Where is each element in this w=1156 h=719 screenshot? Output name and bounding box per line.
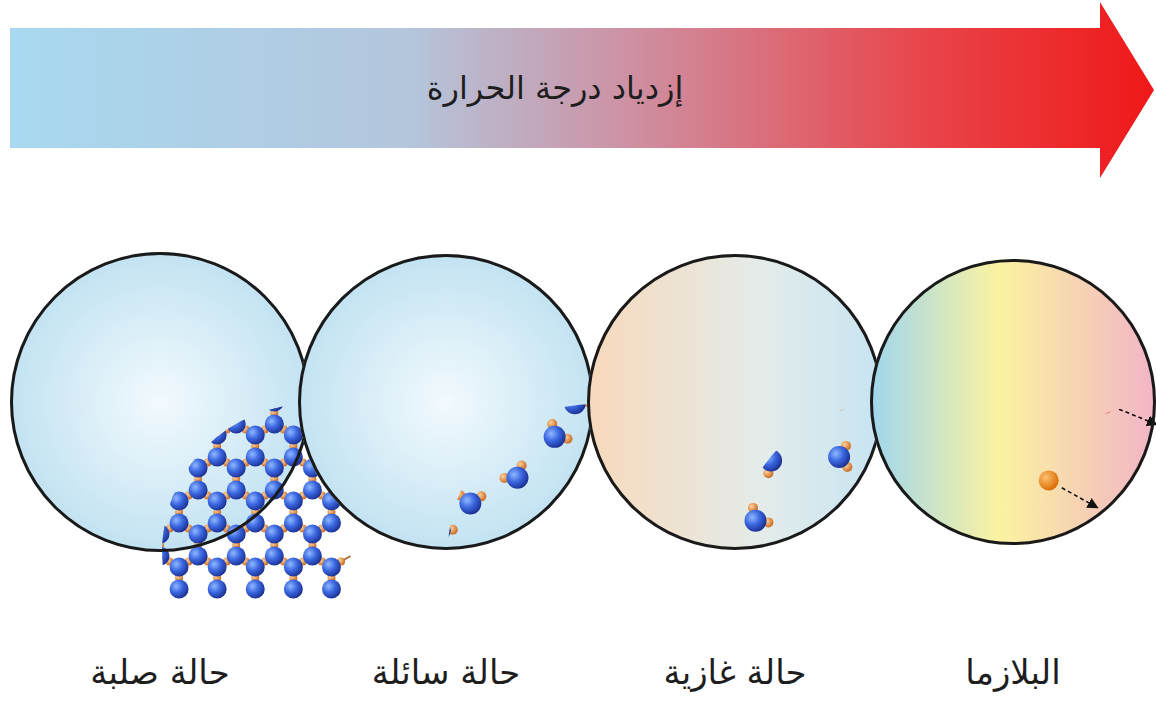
temperature-arrow: إزدياد درجة الحرارة [0,0,1156,180]
circle-shape [587,254,883,550]
particles [0,226,351,599]
state-ground [298,254,594,550]
particles [303,285,592,541]
circle-outline [589,256,882,549]
circle-outline [12,254,309,551]
circle-outline [300,256,593,549]
state-label: حالة سائلة [372,652,521,692]
state-ground [587,254,883,550]
circle-shape [870,259,1156,545]
particles [604,300,857,531]
axis-label: إزدياد درجة الحرارة [20,28,1090,148]
particles [883,276,1156,507]
gas-state-circle: حالة غازية [587,254,883,702]
state-ground [10,252,310,552]
state-ground [870,259,1156,545]
liquid-state-circle: حالة سائلة [298,254,594,702]
state-label: حالة غازية [663,652,806,692]
solid-state-circle: حالة صلبة [10,252,310,702]
plasma-state-circle: البلازما [870,259,1156,702]
circle-outline [872,261,1155,544]
circle-shape [10,252,310,552]
circle-shape [298,254,594,550]
state-label: البلازما [965,652,1060,692]
state-label: حالة صلبة [90,652,229,692]
arrow-band [10,2,1154,178]
